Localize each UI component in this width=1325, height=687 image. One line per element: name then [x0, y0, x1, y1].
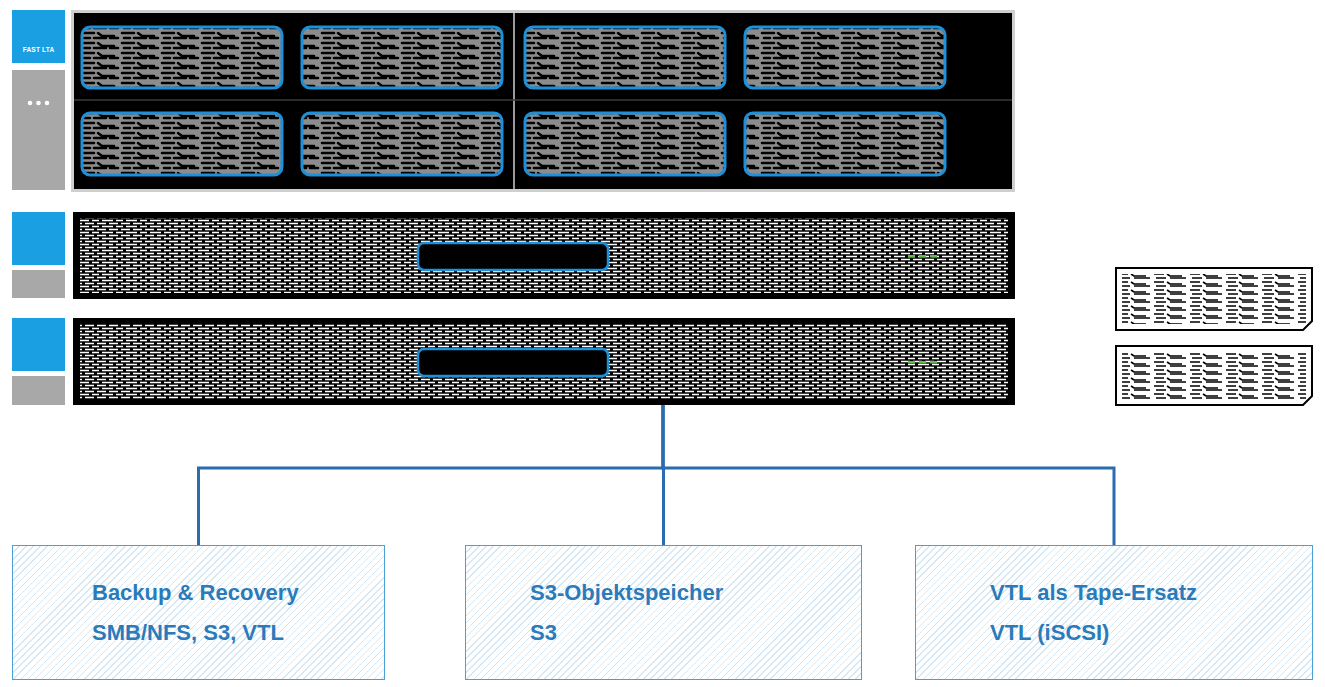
drive-bay-grille — [82, 27, 282, 88]
drive-bay — [302, 27, 502, 88]
chassis-frame — [71, 10, 1015, 192]
server-display — [418, 349, 608, 376]
server-bezel — [73, 318, 1015, 405]
brand-logo: FAST LTA — [14, 46, 63, 53]
box-text: S3 — [530, 613, 861, 653]
rack-ear — [12, 70, 65, 190]
drive-bay-grille — [302, 27, 502, 88]
drive-bay — [302, 113, 502, 175]
status-led — [930, 255, 937, 258]
drive-bay-grille — [82, 113, 282, 175]
drive-bay — [745, 113, 945, 175]
appliance-rack: FAST LTA — [12, 10, 1015, 405]
use-case-box: Backup & RecoverySMB/NFS, S3, VTL — [12, 545, 385, 680]
ear-dot — [45, 101, 50, 106]
tree-connector — [199, 405, 664, 545]
ear-dot — [36, 101, 41, 106]
drive-icon — [1116, 346, 1312, 405]
rack-ear — [12, 270, 65, 298]
rack-ear — [12, 318, 65, 371]
drive-bay — [82, 113, 282, 175]
box-text: Backup & Recovery — [92, 573, 384, 613]
drive-bay — [745, 27, 945, 88]
drive-bay — [525, 27, 725, 88]
server-bezel — [73, 212, 1015, 299]
drive-bay-grille — [525, 27, 725, 88]
drive-bay — [82, 27, 282, 88]
box-text: S3-Objektspeicher — [530, 573, 861, 613]
use-case-box: VTL als Tape-ErsatzVTL (iSCSI) — [915, 545, 1313, 680]
status-led — [908, 361, 915, 364]
use-case-box: S3-ObjektspeicherS3 — [465, 545, 862, 680]
drive-bay-grille — [745, 113, 945, 175]
box-text: SMB/NFS, S3, VTL — [92, 613, 384, 653]
drive-icon-pattern — [1122, 274, 1306, 324]
drive-icon — [1116, 268, 1312, 330]
drive-bay — [525, 113, 725, 175]
drive-icon-pattern — [1122, 352, 1306, 399]
status-led — [919, 255, 926, 258]
server-display — [418, 243, 608, 270]
status-led — [930, 361, 937, 364]
bezel-divider — [74, 99, 1012, 101]
ear-dot — [28, 101, 33, 106]
chassis-bezel — [74, 13, 1012, 189]
drive-bay-grille — [745, 27, 945, 88]
status-led — [908, 255, 915, 258]
bezel-divider — [513, 13, 515, 189]
server-grille — [80, 218, 1008, 293]
rack-ear — [12, 376, 65, 405]
tree-connector — [662, 405, 666, 545]
box-text: VTL (iSCSI) — [990, 613, 1312, 653]
box-text: VTL als Tape-Ersatz — [990, 573, 1312, 613]
rack-ear — [12, 212, 65, 265]
drive-bay-grille — [302, 113, 502, 175]
server-grille — [80, 324, 1008, 399]
status-led — [919, 361, 926, 364]
drive-bay-grille — [525, 113, 725, 175]
logo-ear — [12, 10, 65, 63]
tree-connector — [663, 405, 1114, 545]
